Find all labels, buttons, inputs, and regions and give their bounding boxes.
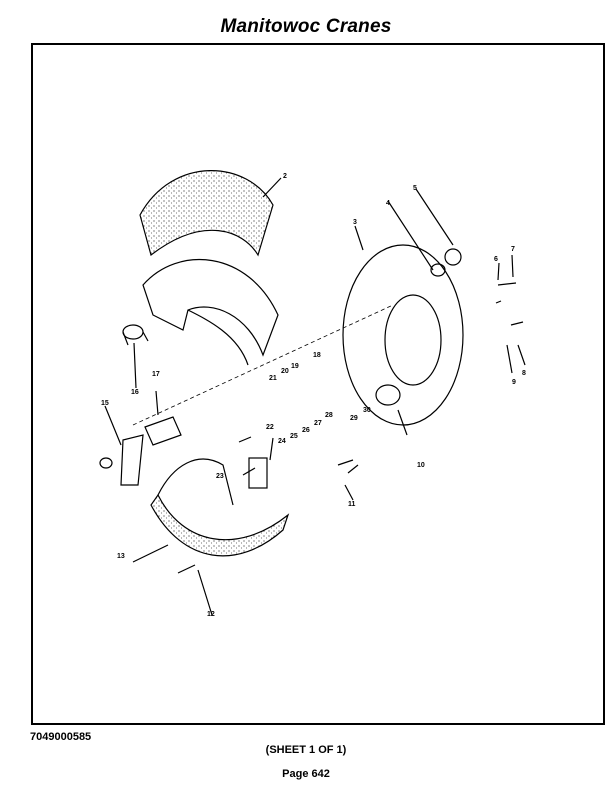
- wheel-cylinder: [248, 457, 268, 489]
- callout-9: 9: [512, 379, 516, 386]
- callout-26: 26: [302, 427, 310, 434]
- callout-24: 24: [278, 438, 286, 445]
- page-title: Manitowoc Cranes: [220, 16, 392, 37]
- callout-13: 13: [117, 553, 125, 560]
- bushing: [122, 324, 144, 340]
- sheet-indicator: (SHEET 1 OF 1): [265, 744, 347, 756]
- callout-29: 29: [350, 415, 358, 422]
- page-number: Page 642: [282, 768, 330, 780]
- callout-25: 25: [290, 433, 298, 440]
- callout-11: 11: [348, 501, 356, 508]
- callout-21: 21: [269, 375, 277, 382]
- callout-4: 4: [386, 200, 390, 207]
- callout-18: 18: [313, 352, 321, 359]
- anchor-pin: [144, 416, 182, 446]
- callout-5: 5: [413, 185, 417, 192]
- callout-30: 30: [363, 407, 371, 414]
- callout-12: 12: [207, 611, 215, 618]
- callout-8: 8: [522, 370, 526, 377]
- callout-23: 23: [216, 473, 224, 480]
- callout-3: 3: [353, 219, 357, 226]
- callout-10: 10: [417, 462, 425, 469]
- callout-16: 16: [131, 389, 139, 396]
- callout-7: 7: [511, 246, 515, 253]
- callout-2: 2: [283, 173, 287, 180]
- upper-brake-shoe: [142, 258, 279, 357]
- link-plate: [120, 434, 144, 486]
- callout-28: 28: [325, 412, 333, 419]
- callout-19: 19: [291, 363, 299, 370]
- callout-20: 20: [281, 368, 289, 375]
- exploded-brake-diagram: 2 3 4 5 6 7 8 9 10 11 12 13 15 16 17 18 …: [99, 170, 526, 618]
- callout-17: 17: [152, 371, 160, 378]
- brake-cam: [375, 384, 401, 406]
- callout-6: 6: [494, 256, 498, 263]
- diagram-frame: 2 3 4 5 6 7 8 9 10 11 12 13 15 16 17 18 …: [31, 43, 605, 725]
- callout-15: 15: [101, 400, 109, 407]
- callout-27: 27: [314, 420, 322, 427]
- lower-brake-shoe: [150, 493, 290, 557]
- callout-22: 22: [266, 424, 274, 431]
- document-number: 7049000585: [30, 731, 92, 743]
- brake-lining: [139, 170, 274, 257]
